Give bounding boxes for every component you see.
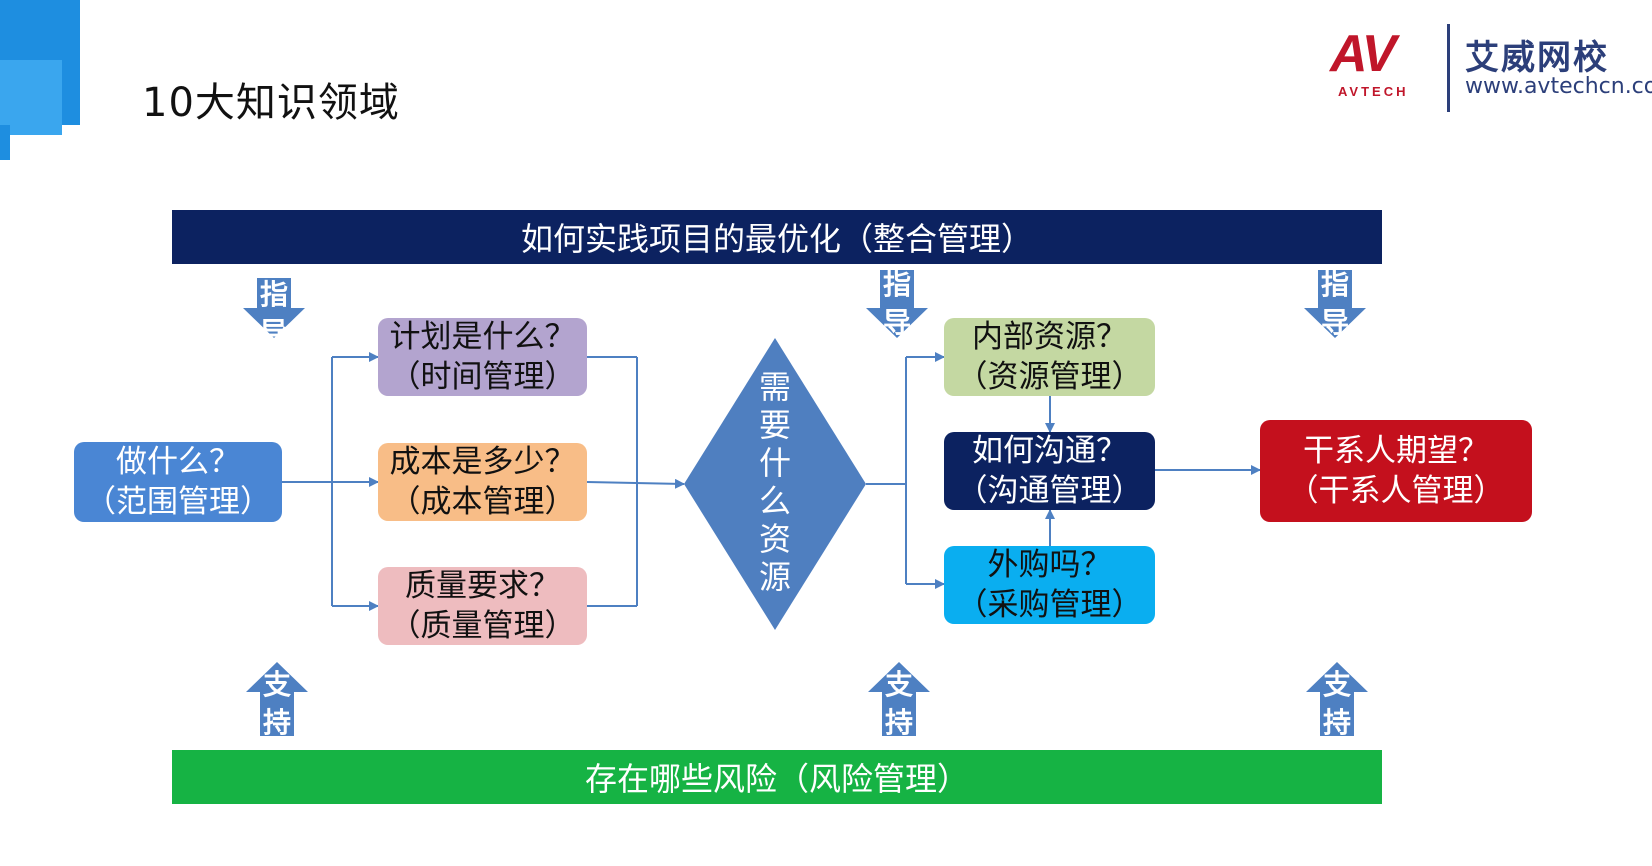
corner-decoration	[0, 0, 80, 160]
guide-label-left: 指导	[259, 278, 288, 349]
diamond-label: 需要什么资源	[758, 368, 791, 596]
integration-bar: 如何实践项目的最优化（整合管理）	[172, 210, 1382, 264]
diamond-shape	[684, 338, 866, 630]
logo-name: 艾威网校	[1465, 38, 1609, 78]
resource-box: 内部资源？（资源管理）	[944, 318, 1155, 396]
procurement-box: 外购吗？（采购管理）	[944, 546, 1155, 624]
logo-url: www.avtechcn.com	[1465, 74, 1652, 99]
logo-wordmark: AVTECH	[1338, 84, 1409, 99]
quality-box: 质量要求？（质量管理）	[378, 567, 587, 645]
page-title: 10大知识领域	[142, 80, 400, 126]
guide-label-center: 指导	[882, 268, 911, 339]
stakeholder-box: 干系人期望？（干系人管理）	[1260, 420, 1532, 522]
support-label-left: 支持	[262, 668, 291, 739]
time-box: 计划是什么？（时间管理）	[378, 318, 587, 396]
communication-box: 如何沟通？（沟通管理）	[944, 432, 1155, 510]
support-label-center: 支持	[884, 668, 913, 739]
support-label-right: 支持	[1322, 668, 1351, 739]
risk-bar: 存在哪些风险（风险管理）	[172, 750, 1382, 804]
scope-box: 做什么？（范围管理）	[74, 442, 282, 522]
logo-divider	[1447, 24, 1450, 112]
cost-box: 成本是多少？（成本管理）	[378, 443, 587, 521]
guide-label-right: 指导	[1320, 268, 1349, 339]
logo-mark: AV	[1330, 25, 1396, 83]
